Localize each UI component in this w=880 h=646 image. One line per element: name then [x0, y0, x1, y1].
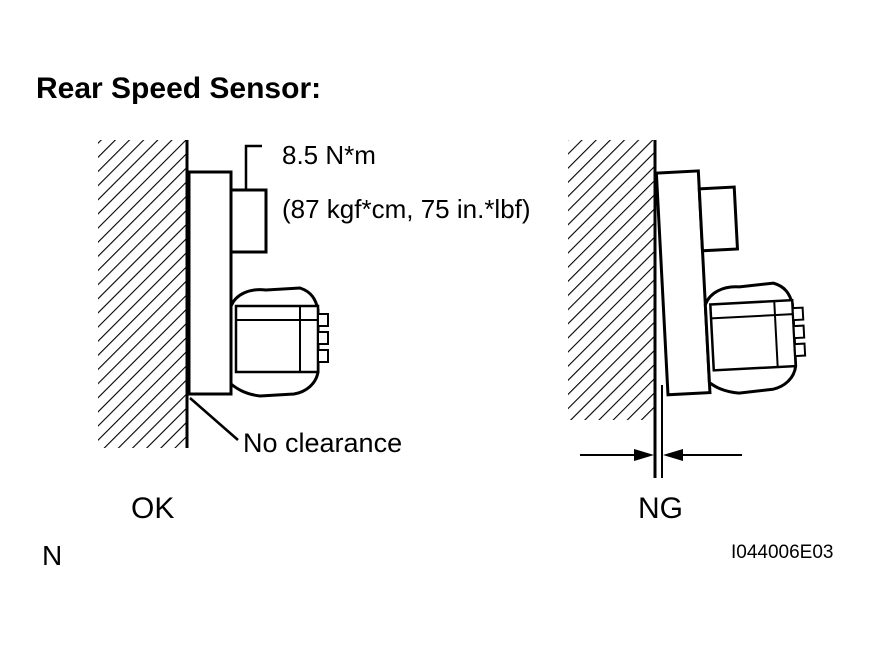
torque-value: 8.5 N*m — [282, 140, 376, 170]
ok-connector — [231, 288, 328, 396]
figure-code: I044006E03 — [731, 542, 834, 563]
no-clearance-label: No clearance — [243, 428, 403, 458]
ok-label: OK — [131, 492, 175, 525]
ng-clearance-arrows — [580, 449, 742, 461]
ok-torque-bracket — [246, 146, 262, 190]
ng-sensor-view — [568, 140, 807, 478]
corner-mark: N — [42, 540, 63, 571]
ng-bolt-head — [699, 187, 737, 251]
diagram-title: Rear Speed Sensor: — [36, 72, 322, 105]
ng-sensor-tilted — [656, 166, 807, 397]
ng-connector — [704, 282, 807, 395]
ng-housing-hatch — [568, 140, 655, 420]
ok-sensor-view — [98, 140, 328, 448]
ok-callout-leader — [190, 398, 238, 440]
ok-sensor-flange — [189, 172, 231, 394]
ng-sensor-flange — [656, 171, 710, 395]
torque-alt-units: (87 kgf*cm, 75 in.*lbf) — [282, 194, 531, 224]
ok-bolt-head — [231, 190, 266, 252]
ok-housing-hatch — [98, 140, 187, 448]
ng-label: NG — [638, 492, 683, 525]
